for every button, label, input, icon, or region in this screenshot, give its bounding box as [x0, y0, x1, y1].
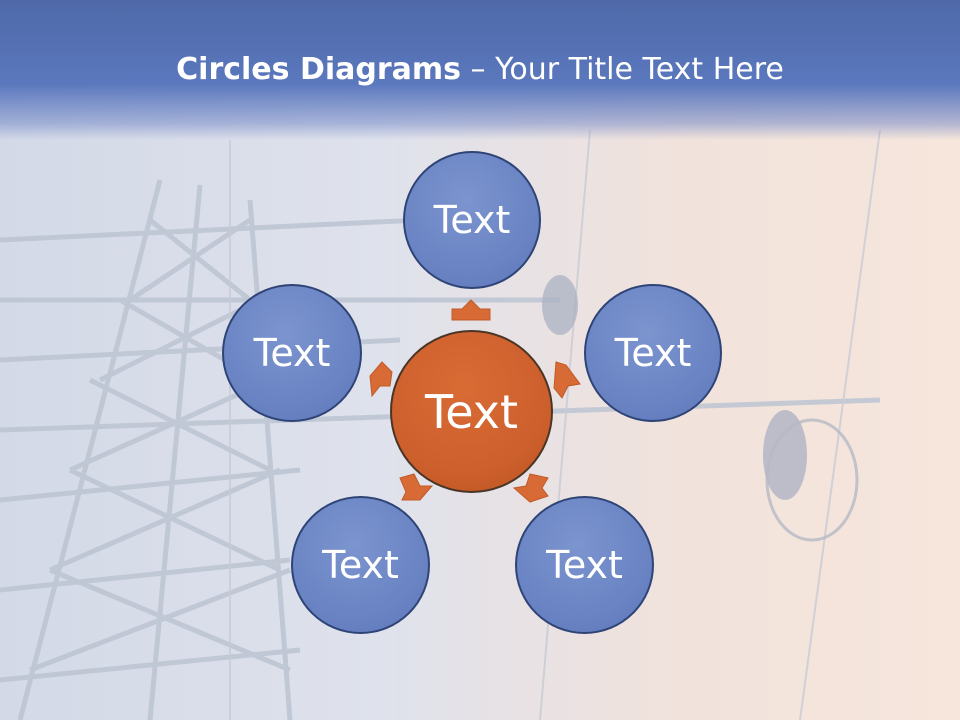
satellite-circle-right: Text	[584, 284, 722, 422]
center-circle: Text	[390, 330, 553, 493]
title-bold: Circles Diagrams	[176, 52, 462, 87]
arrow-up-icon	[451, 299, 491, 321]
arrow-down-left-icon	[399, 473, 434, 501]
satellite-label: Text	[322, 543, 399, 587]
satellite-circle-bottom-right: Text	[515, 496, 654, 634]
center-label: Text	[424, 384, 519, 439]
header-bar	[0, 0, 960, 140]
satellite-circle-left: Text	[222, 284, 362, 422]
arrow-right-icon	[553, 361, 581, 399]
satellite-label: Text	[614, 331, 692, 375]
arrow-down-right-icon	[512, 473, 549, 503]
title-rest: Your Title Text Here	[495, 52, 784, 87]
satellite-circle-top: Text	[403, 151, 541, 289]
satellite-circle-bottom-left: Text	[291, 496, 430, 634]
arrow-left-icon	[369, 361, 393, 398]
satellite-label: Text	[253, 331, 331, 375]
page-title: Circles Diagrams – Your Title Text Here	[0, 52, 960, 87]
title-dash: –	[461, 52, 496, 87]
satellite-label: Text	[546, 543, 623, 587]
satellite-label: Text	[433, 198, 511, 242]
